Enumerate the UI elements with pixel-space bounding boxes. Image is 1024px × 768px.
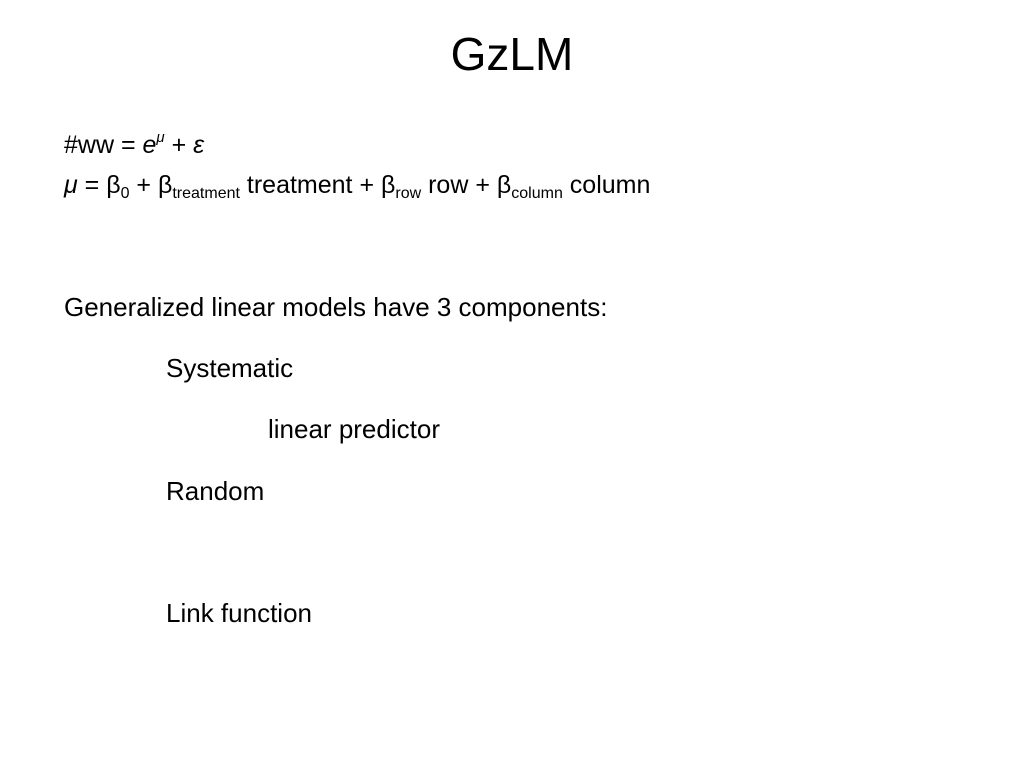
intercept-beta: = β [77,171,121,199]
model-equation: #ww = eμ + ε [64,129,204,161]
row-subscript: row [395,185,422,202]
treatment-subscript: treatment [172,185,240,202]
error-term: ε [193,131,205,159]
row-term: row + β [421,171,512,199]
treatment-beta: + β [129,171,173,199]
treatment-term: treatment + β [239,171,396,199]
component-systematic: Systematic [166,353,294,383]
mu-symbol: μ [64,171,78,199]
slide-title: GzLM [450,28,574,80]
plus-sign: + [164,131,194,159]
equation-lhs: #ww = [64,131,143,159]
exp-power: μ [156,129,165,146]
exp-base: e [142,131,157,159]
component-link-function: Link function [166,598,312,628]
column-subscript: column [511,185,563,202]
linear-predictor-equation: μ = β0 + βtreatment treatment + βrow row… [64,169,651,202]
component-random: Random [166,476,265,506]
intercept-subscript: 0 [120,185,130,202]
components-intro: Generalized linear models have 3 compone… [64,292,608,322]
column-term: column [562,171,651,199]
component-linear-predictor: linear predictor [268,414,440,444]
